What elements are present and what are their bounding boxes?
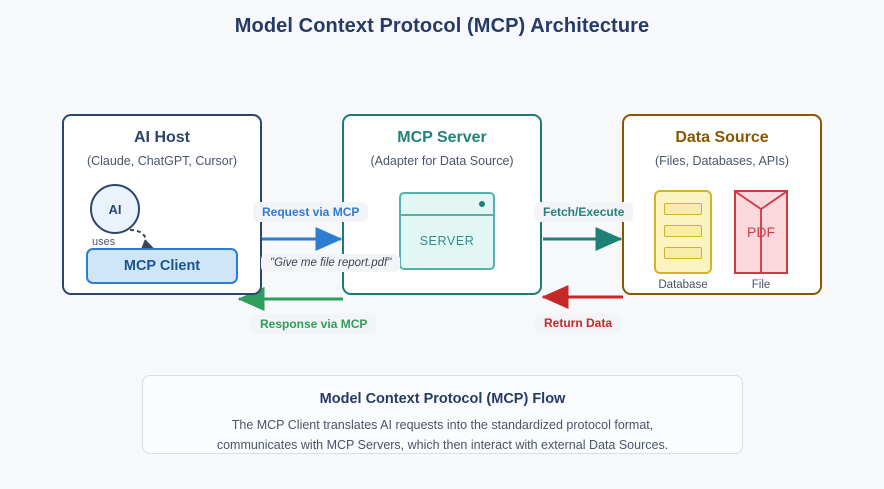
flow-label-response: Response via MCP <box>251 314 377 334</box>
server-window-titlebar <box>401 194 493 216</box>
database-row-1 <box>664 203 702 215</box>
panel-title-ai-host: AI Host <box>134 129 190 146</box>
mcp-client-label: MCP Client <box>123 258 201 274</box>
panel-title-data-source: Data Source <box>675 129 769 146</box>
panel-title-mcp-server: MCP Server <box>397 129 487 146</box>
page-title: Model Context Protocol (MCP) Architectur… <box>234 15 650 37</box>
uses-arrow-icon <box>129 229 155 256</box>
file-type-label: PDF <box>747 224 775 240</box>
mcp-client-node[interactable]: MCP Client <box>86 248 238 284</box>
file-caption: File <box>751 279 771 291</box>
panel-data-source[interactable]: Data Source (Files, Databases, APIs) PDF… <box>622 114 822 295</box>
ai-node-label: AI <box>108 201 122 217</box>
panel-subtitle-ai-host: (Claude, ChatGPT, Cursor) <box>86 154 238 168</box>
panel-subtitle-mcp-server: (Adapter for Data Source) <box>370 154 514 168</box>
ai-node[interactable]: AI <box>90 184 140 234</box>
file-fold-lines-icon <box>736 192 786 272</box>
footer-card-title: Model Context Protocol (MCP) Flow <box>319 391 566 407</box>
flow-label-fetch: Fetch/Execute <box>534 202 634 222</box>
panel-ai-host[interactable]: AI Host (Claude, ChatGPT, Cursor) AI use… <box>62 114 262 295</box>
database-row-3 <box>664 247 702 259</box>
footer-card: Model Context Protocol (MCP) Flow The MC… <box>142 375 743 454</box>
server-box-label: SERVER <box>419 234 475 248</box>
footer-card-line-1: The MCP Client translates AI requests in… <box>231 418 654 432</box>
flow-label-request: Request via MCP <box>253 202 369 222</box>
uses-label: uses <box>92 236 116 248</box>
database-icon[interactable] <box>654 190 712 274</box>
database-caption: Database <box>658 279 708 291</box>
database-row-2 <box>664 225 702 237</box>
flow-request-example: "Give me file report.pdf" <box>261 254 401 272</box>
server-status-dot-icon <box>479 201 485 207</box>
panel-subtitle-data-source: (Files, Databases, APIs) <box>654 154 790 168</box>
server-window-icon[interactable]: SERVER <box>399 192 495 270</box>
file-pdf-icon[interactable]: PDF <box>734 190 788 274</box>
footer-card-line-2: communicates with MCP Servers, which the… <box>216 438 669 452</box>
flow-label-return: Return Data <box>535 313 622 333</box>
